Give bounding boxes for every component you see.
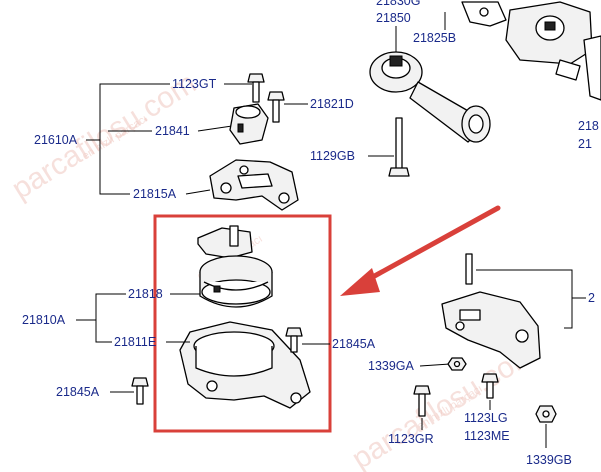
label-1129gb: 1129GB <box>310 149 355 163</box>
label-1123me: 1123ME <box>464 429 510 443</box>
label-1123gt: 1123GT <box>172 77 217 91</box>
mount-housing-top-right <box>505 1 593 81</box>
mount-bracket-21811e <box>179 321 311 409</box>
label-21815a: 21815A <box>133 187 177 201</box>
label-21810a: 21810A <box>22 313 66 327</box>
label-21811e: 21811E <box>114 335 156 349</box>
label-21818: 21818 <box>128 287 163 301</box>
label-21845a-right: 21845A <box>332 337 376 351</box>
bracket-top-right-edge <box>583 35 601 101</box>
label-21821d: 21821D <box>310 97 354 111</box>
label-21610a: 21610A <box>34 133 78 147</box>
pointer-arrow <box>340 205 501 296</box>
engine-mount-21818 <box>197 225 273 308</box>
label-21845a-left: 21845A <box>56 385 100 399</box>
damper-21841 <box>229 103 269 145</box>
bolt-21845a-left <box>131 377 149 405</box>
label-1123lg: 1123LG <box>464 411 508 425</box>
label-21830g: 21830G <box>376 0 420 8</box>
highlight-box <box>153 214 332 433</box>
label-21825b: 21825B <box>413 31 456 45</box>
nut-1339gb <box>535 405 557 423</box>
label-1339ga: 1339GA <box>368 359 415 373</box>
bolt-1123gt <box>247 73 265 103</box>
label-21-right: 21 <box>578 137 592 151</box>
nut-1339ga <box>447 357 467 371</box>
bolt-21845a-right <box>285 327 303 353</box>
stud-right <box>465 253 473 285</box>
torque-rod-21850 <box>369 51 491 143</box>
bolt-1129gb <box>388 117 410 177</box>
bracket-bottom-right <box>441 291 541 369</box>
bolt-1123lg <box>481 373 499 399</box>
label-2-right: 2 <box>588 291 595 305</box>
label-1123gr: 1123GR <box>388 432 434 446</box>
label-21841: 21841 <box>155 124 190 138</box>
bracket-21815a <box>209 159 299 211</box>
label-21850: 21850 <box>376 11 411 25</box>
label-218-right: 218 <box>578 119 599 133</box>
bolt-21821d <box>267 91 285 123</box>
bolt-1123gr <box>413 385 431 417</box>
label-1339gb: 1339GB <box>526 453 572 467</box>
